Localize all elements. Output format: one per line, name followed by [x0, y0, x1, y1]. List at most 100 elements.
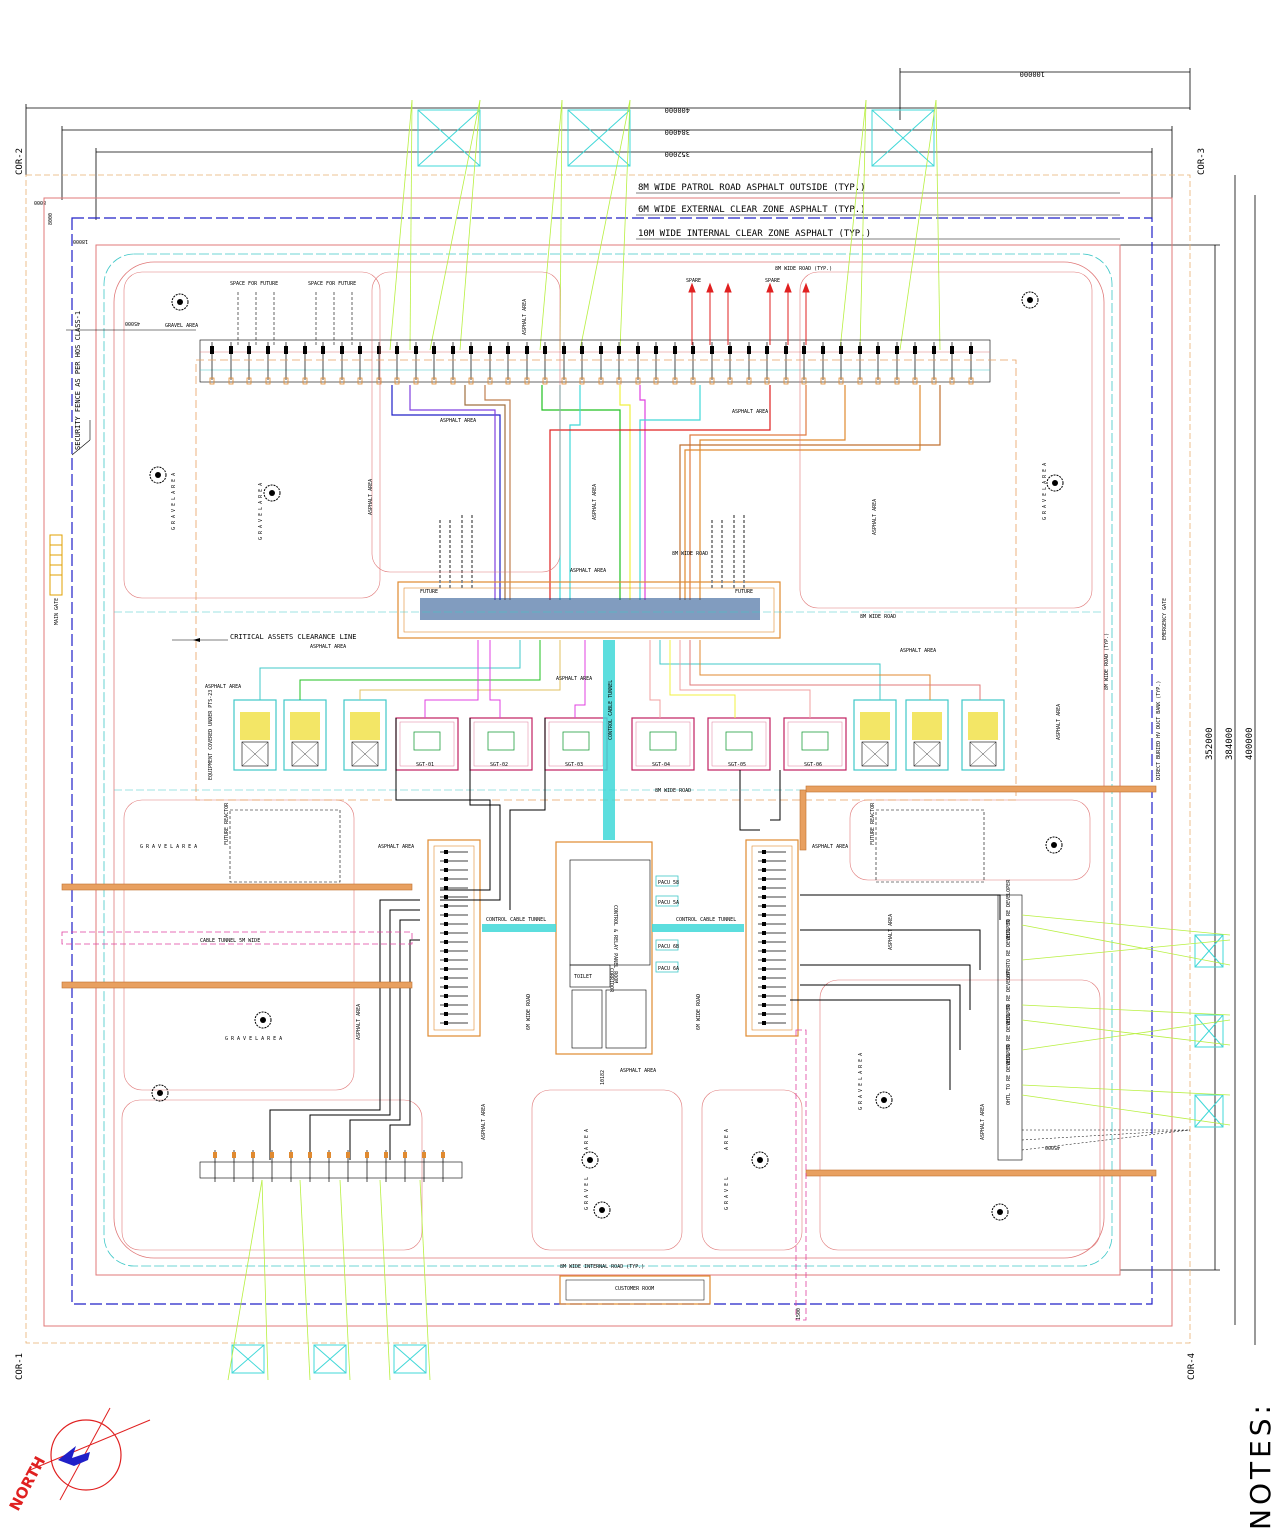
security-fence-label-1: SECURITY FENCE AS PER HOS CLASS-1: [74, 311, 82, 450]
right-ohtl-lines: [1021, 914, 1231, 1126]
side-bay: [758, 850, 786, 854]
side-bay: [758, 1021, 786, 1025]
bay-switch: [875, 342, 881, 385]
side-bay: [440, 967, 468, 971]
road-note-patrol: 8M WIDE PATROL ROAD ASPHALT OUTSIDE (TYP…: [638, 183, 866, 193]
tree-icon: [751, 1151, 769, 1169]
asphalt-area-ohl: ASPHALT AREA: [440, 418, 476, 424]
asphalt-area-bottom: ASPHALT AREA: [481, 1104, 487, 1140]
road-8m-vertical-label: 8M WIDE ROAD (TYP.): [1104, 633, 1110, 690]
gravel-area-low-left: G R A V E L A R E A: [225, 1036, 282, 1042]
control-tunnel-label-l: CONTROL CABLE TUNNEL: [486, 917, 546, 923]
dim-100000: 100000: [1020, 70, 1045, 78]
top-towers: [417, 109, 935, 167]
bay-switch: [949, 342, 955, 385]
side-bay: [758, 886, 786, 890]
bottom-bay-switch: [308, 1150, 312, 1182]
future-reactor-boxes: [229, 809, 985, 883]
tree-icon: [1046, 474, 1064, 492]
north-arrow-icon: [29, 1407, 151, 1501]
top-dimensions: [25, 68, 1191, 220]
side-bay: [758, 958, 786, 962]
sgt-label: SGT-01: [416, 762, 434, 768]
tree-icon: [593, 1201, 611, 1219]
dim-45000-left: 45000: [125, 320, 140, 326]
bay-switch: [857, 342, 863, 385]
bay-switch: [524, 342, 530, 385]
side-bay: [440, 859, 468, 863]
bottom-bay-switch: [289, 1150, 293, 1182]
side-bay: [440, 976, 468, 980]
dim-10182: 10182: [600, 1070, 606, 1085]
bottom-bay-switch: [327, 1150, 331, 1182]
asphalt-area-ohl-r: ASPHALT AREA: [732, 409, 768, 415]
dim-right-352000: 352000: [1205, 727, 1215, 760]
side-bay: [758, 904, 786, 908]
sgt-unit: SGT-01: [395, 717, 459, 771]
side-bay: [440, 913, 468, 917]
tree-icon: [254, 1011, 272, 1029]
pacu-units: [655, 875, 679, 973]
reactor-unit: [853, 699, 897, 771]
sgt-label: SGT-06: [804, 762, 822, 768]
left-side-gis: [427, 839, 481, 1037]
corner-label-cor4: COR-4: [1187, 1353, 1197, 1380]
bay-switch: [672, 342, 678, 385]
asphalt-area-low-right: ASPHALT AREA: [888, 914, 894, 950]
asphalt-area-reactor-l: ASPHALT AREA: [205, 684, 241, 690]
bay-switch: [690, 342, 696, 385]
bay-switch: [542, 342, 548, 385]
asphalt-area-center: ASPHALT AREA: [592, 484, 598, 520]
bay-switch: [450, 342, 456, 385]
dim-384000: 384000: [665, 128, 690, 136]
right-side-gis: [745, 839, 799, 1037]
asphalt-area-mid-gis-r: ASPHALT AREA: [812, 844, 848, 850]
side-bay: [758, 976, 786, 980]
toilet-label: TOILET: [574, 974, 592, 980]
cable-tunnel-left: [61, 931, 413, 945]
ohtl-dev-1: OHTL TO RE DEVELOPER: [1006, 879, 1012, 940]
tree-icon: [1045, 836, 1063, 854]
side-bay: [758, 913, 786, 917]
bottom-towers: [231, 1344, 427, 1374]
gravel-area-left-1: G R A V E L A R E A: [171, 473, 177, 530]
control-tunnel-right: [652, 924, 744, 932]
bay-switch: [320, 342, 326, 385]
tree-icon: [171, 293, 189, 311]
tree-icon: [263, 484, 281, 502]
main-gate-label[interactable]: MAIN GATE: [54, 598, 60, 625]
road-8m-center-label: 8M WIDE ROAD: [672, 551, 708, 557]
bay-switch: [561, 342, 567, 385]
bay-switch: [931, 342, 937, 385]
corner-label-cor3: COR-3: [1197, 148, 1207, 175]
top-bay-row: [199, 339, 991, 383]
road-8m-right-label: 8M WIDE ROAD: [860, 614, 896, 620]
sgt-label: SGT-02: [490, 762, 508, 768]
asphalt-area-low-left: ASPHALT AREA: [356, 1004, 362, 1040]
asphalt-area-reactor-r: ASPHALT AREA: [900, 648, 936, 654]
bay-switch: [579, 342, 585, 385]
sgt-unit: SGT-03: [544, 717, 608, 771]
future-label-left: FUTURE: [420, 589, 438, 595]
gravel-area-right: G R A V E L A R E A: [1042, 463, 1048, 520]
control-tunnel-left: [482, 924, 556, 932]
emergency-gate-label[interactable]: EMERGENCY GATE: [1162, 598, 1168, 640]
sgt-unit: SGT-06: [783, 717, 847, 771]
side-gis-bays: [440, 850, 786, 1025]
control-tunnel-label-r: CONTROL CABLE TUNNEL: [676, 917, 736, 923]
tree-icon: [149, 466, 167, 484]
spare-label-1: SPARE: [686, 278, 701, 284]
bottom-bay-switch: [232, 1150, 236, 1182]
road-8m-mid-label: 8M WIDE ROAD: [655, 788, 691, 794]
dim-left-8000-b: 8000: [48, 213, 54, 225]
corner-label-cor2: COR-2: [15, 148, 25, 175]
gravel-label-center-1: G R A V E L: [584, 1177, 590, 1210]
future-reactor-left: FUTURE REACTOR: [224, 802, 230, 845]
ohtl-dev-5: OHTL TO RE DEVELOPER: [1006, 1044, 1012, 1105]
bay-switch: [339, 342, 345, 385]
gravel-area-mid-left: G R A V E L A R E A: [140, 844, 197, 850]
pacu-5a: PACU 5A: [658, 900, 679, 906]
bay-switch: [616, 342, 622, 385]
asphalt-area-sgt: ASPHALT AREA: [556, 676, 592, 682]
